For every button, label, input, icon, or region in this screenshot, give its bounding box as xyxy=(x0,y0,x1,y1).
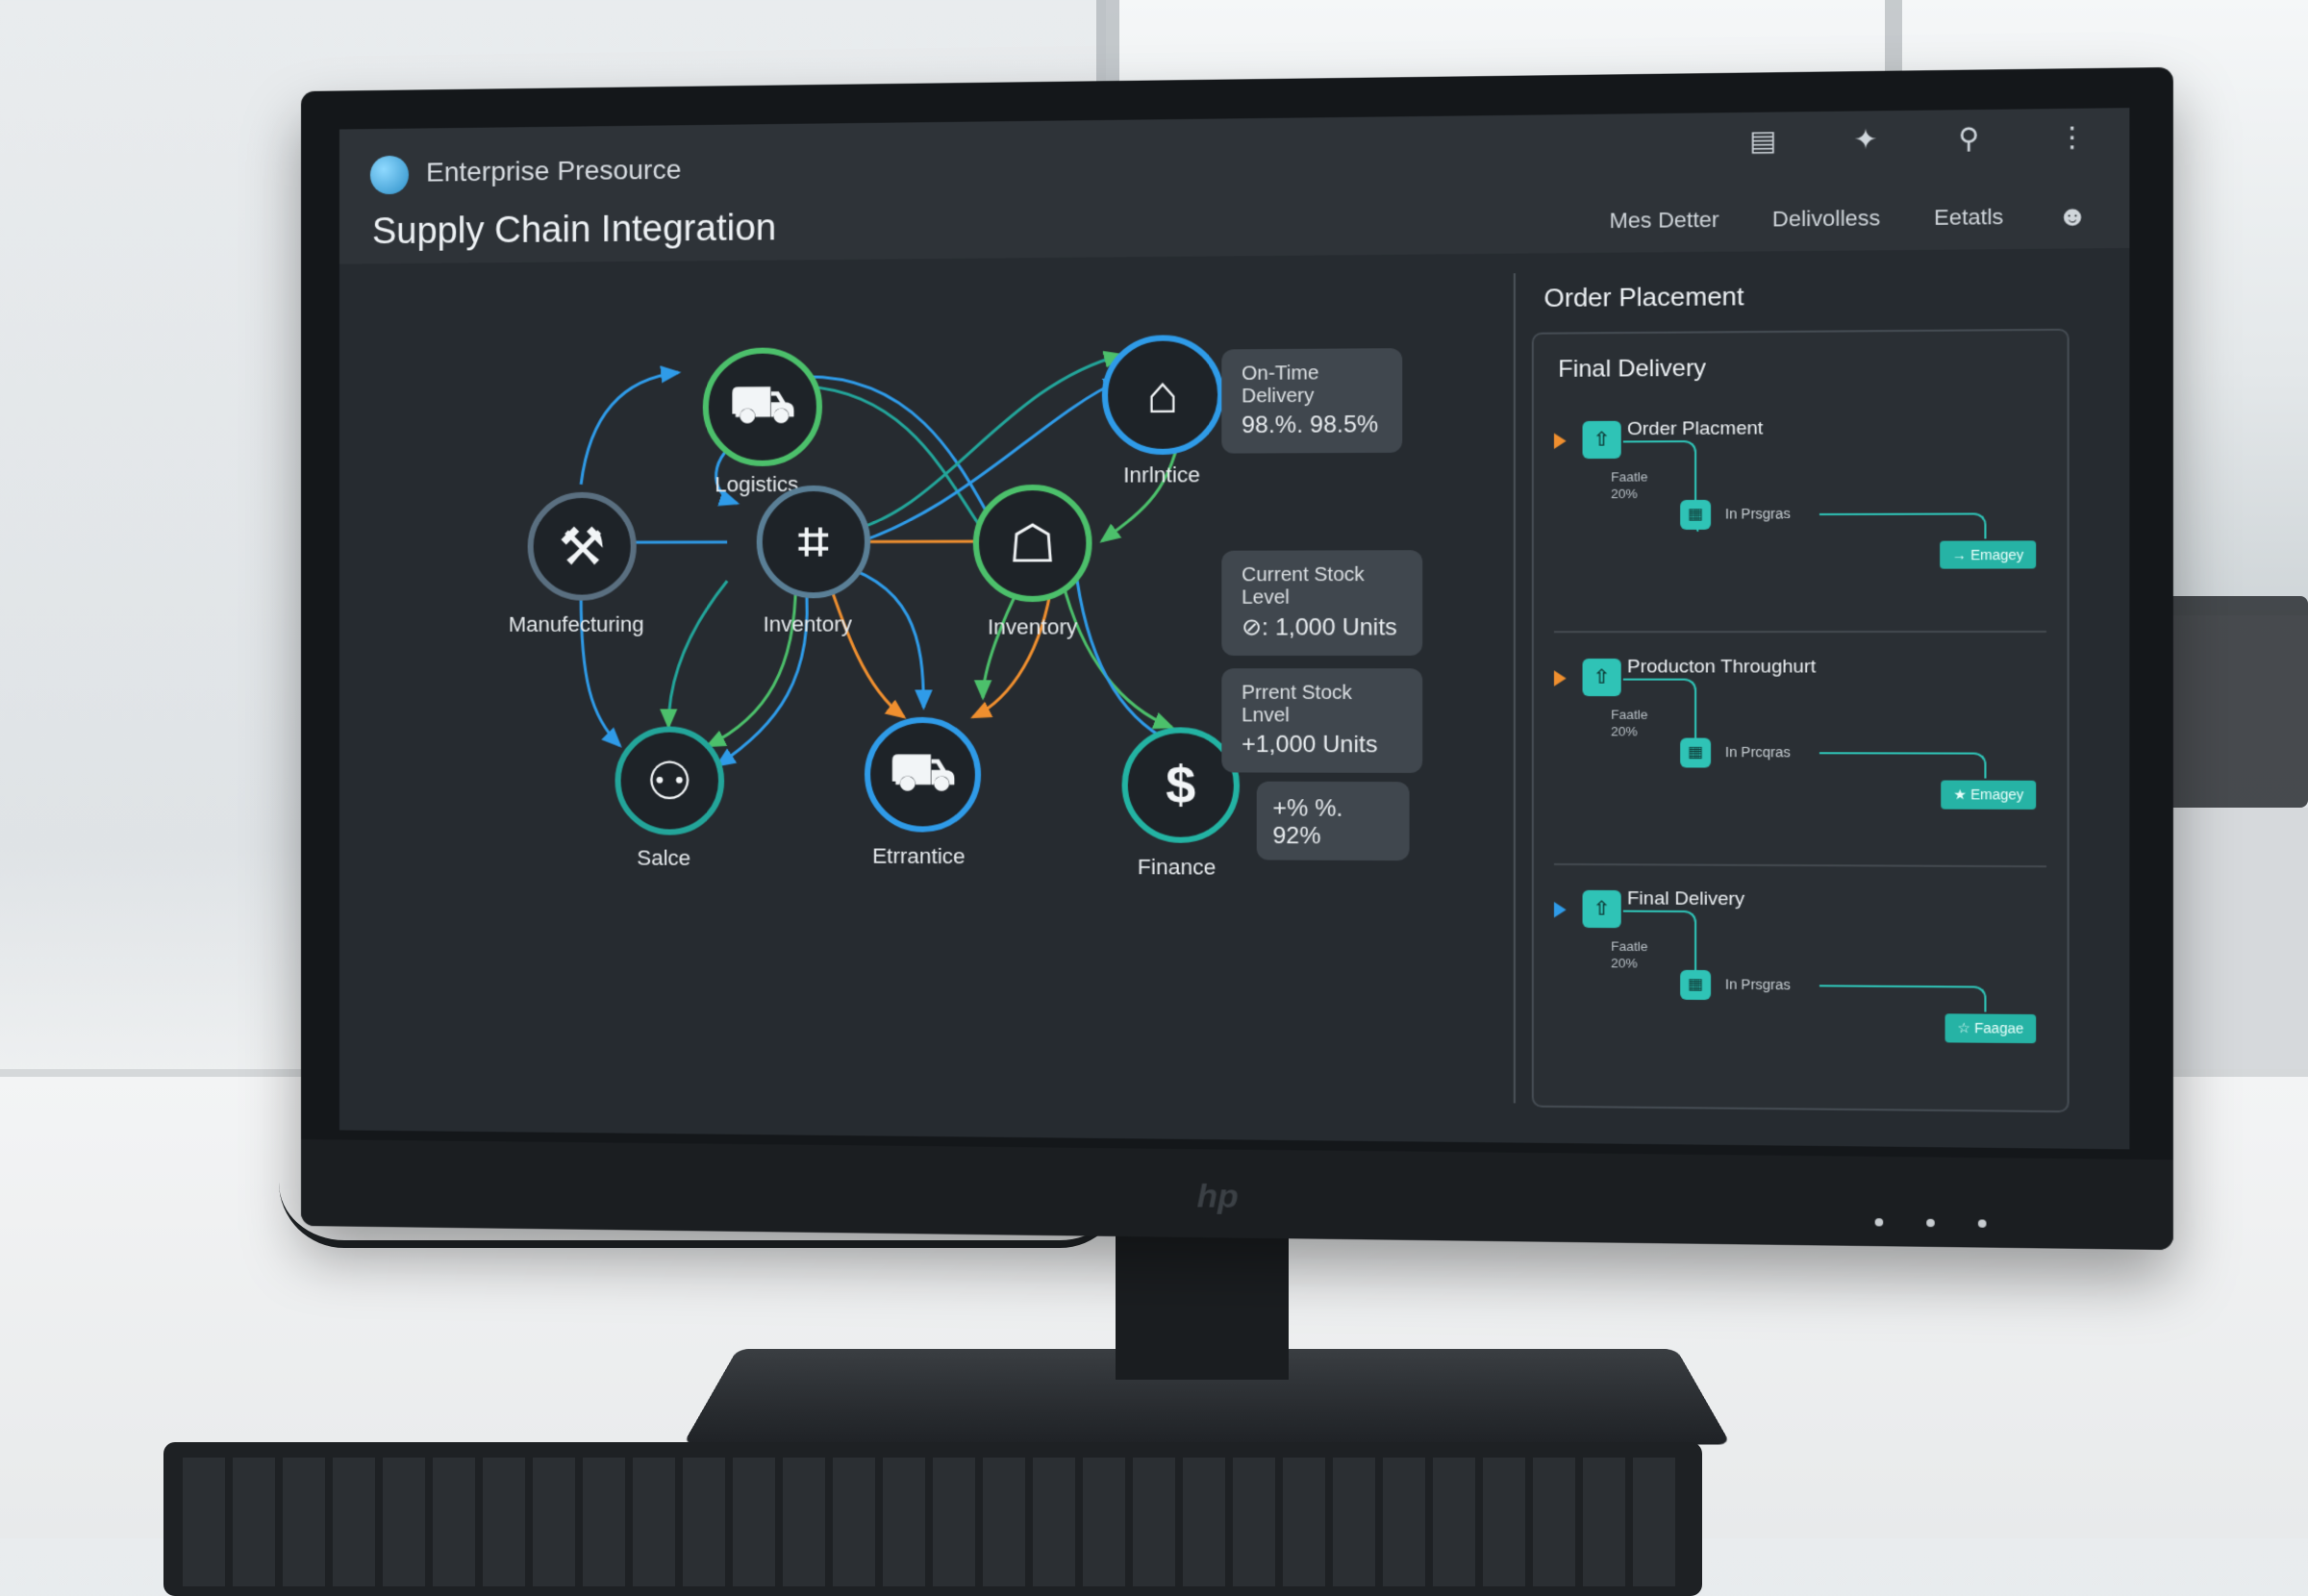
link-line xyxy=(1063,580,1172,727)
flow-connector xyxy=(1623,679,1696,740)
link-line xyxy=(708,581,796,746)
node-label: Finance xyxy=(1067,854,1287,881)
step-icon: ⇧ xyxy=(1583,890,1621,928)
flow-connector xyxy=(1623,910,1696,972)
warehouse-icon: ⌂ xyxy=(1146,364,1179,425)
nav-item[interactable]: Delivolless xyxy=(1772,206,1880,233)
node-label: Inrlntice xyxy=(1052,462,1271,488)
monitor: hp Enterprise Presource Supply Chain Int… xyxy=(301,67,2173,1250)
supply-chain-diagram: ⛟ Logistics ⌂ Inrlntice ⚒ Manufecturing … xyxy=(339,254,1523,1143)
warehouse-node[interactable]: ⌂ xyxy=(1102,335,1224,455)
node-label: Inventory xyxy=(923,614,1141,640)
group-title: Producton Throughurt xyxy=(1627,657,1816,679)
group-badge[interactable]: → Emagey xyxy=(1940,540,2036,568)
factory-icon: ⌗ xyxy=(798,511,828,573)
panel-divider xyxy=(1514,273,1516,1103)
more-icon[interactable]: ⋮ xyxy=(2057,122,2088,153)
register-icon: ☖ xyxy=(1009,512,1057,574)
inventory-node[interactable]: ☖ xyxy=(973,485,1092,602)
callout-value: ⊘: 1,000 Units xyxy=(1242,613,1402,642)
flow-connector xyxy=(1696,530,1698,532)
group-separator xyxy=(1554,631,2046,633)
pin-icon[interactable]: ✦ xyxy=(1850,125,1881,155)
keyboard xyxy=(163,1442,1702,1596)
stock-callout: Prrent Stock Lnvel +1,000 Units xyxy=(1221,668,1422,773)
flow-connector xyxy=(1623,440,1696,502)
inventory-node[interactable]: ⌗ xyxy=(757,486,870,599)
callout-value: +% %. 92% xyxy=(1272,795,1392,851)
app-title: Enterprise Presource xyxy=(426,155,681,188)
ontime-callout: On-Time Delivery 98.%. 98.5% xyxy=(1221,348,1402,454)
expand-arrow-icon[interactable] xyxy=(1554,902,1567,918)
cart-icon: ⛟ xyxy=(890,741,957,809)
stock-callout: Current Stock Level ⊘: 1,000 Units xyxy=(1221,550,1422,656)
nav-item[interactable]: Eetatls xyxy=(1934,204,2003,231)
group-progress: In Prcqras xyxy=(1725,744,1791,761)
step-icon: ▦ xyxy=(1680,738,1711,768)
search-icon[interactable]: ⚲ xyxy=(1953,123,1984,154)
node-label: Manufecturing xyxy=(469,612,683,637)
expand-arrow-icon[interactable] xyxy=(1554,670,1567,686)
commerce-node[interactable]: ⛟ xyxy=(865,717,981,833)
link-line xyxy=(581,372,678,484)
step-icon: ⇧ xyxy=(1583,421,1621,459)
group-title: Final Delivery xyxy=(1627,888,1744,910)
callout-value: 98.%. 98.5% xyxy=(1242,411,1382,439)
app-screen: Enterprise Presource Supply Chain Integr… xyxy=(339,108,2129,1149)
expand-arrow-icon[interactable] xyxy=(1554,433,1567,449)
sales-node[interactable]: ⚇ xyxy=(615,726,725,835)
window-toolbar: ▤ ✦ ⚲ ⋮ xyxy=(1747,122,2088,156)
top-bar: Enterprise Presource Supply Chain Integr… xyxy=(339,108,2129,263)
dollar-icon: $ xyxy=(1166,755,1195,815)
callout-label: On-Time Delivery xyxy=(1242,362,1382,409)
menu-button[interactable] xyxy=(1978,1219,1987,1227)
panel-header: Order Placement xyxy=(1543,282,1744,314)
workflow-panel: Final Delivery ⇧ Order Placment Faatle 2… xyxy=(1532,329,2070,1113)
user-icon[interactable]: ☻ xyxy=(2057,200,2088,233)
people-icon: ⚇ xyxy=(646,750,693,811)
factory-icon: ⚒ xyxy=(559,515,606,577)
truck-icon: ⛟ xyxy=(729,373,795,440)
callout-label: Current Stock Level xyxy=(1242,564,1402,610)
group-separator xyxy=(1554,863,2046,867)
link-line xyxy=(668,581,727,726)
group-progress: In Prsgras xyxy=(1725,506,1791,522)
main-nav: Mes Detter Delivolless Eetatls ☻ xyxy=(1610,200,2089,237)
group-badge[interactable]: ★ Emagey xyxy=(1941,781,2036,810)
app-logo-icon xyxy=(370,156,409,195)
percent-callout: +% %. 92% xyxy=(1257,782,1410,860)
manufacturing-node[interactable]: ⚒ xyxy=(528,492,637,601)
node-label: Etrrantice xyxy=(811,843,1028,869)
brand-logo: hp xyxy=(1197,1178,1239,1216)
page-title: Supply Chain Integration xyxy=(372,208,776,253)
keyboard-keys xyxy=(183,1458,1683,1586)
group-badge[interactable]: ☆ Faagae xyxy=(1945,1013,2037,1043)
menu-button[interactable] xyxy=(1926,1219,1935,1227)
link-line xyxy=(1077,580,1182,746)
panel-title: Final Delivery xyxy=(1558,355,1706,384)
callout-value: +1,000 Units xyxy=(1242,732,1402,760)
node-label: Inventory xyxy=(700,611,916,636)
logistics-node[interactable]: ⛟ xyxy=(703,347,822,466)
step-icon: ⇧ xyxy=(1583,659,1621,696)
nav-item[interactable]: Mes Detter xyxy=(1610,207,1719,234)
power-led xyxy=(1875,1218,1884,1226)
group-title: Order Placment xyxy=(1627,418,1763,440)
node-label: Salce xyxy=(557,845,771,871)
flow-connector xyxy=(1819,752,1987,778)
flow-connector xyxy=(1819,985,1987,1011)
window-icon[interactable]: ▤ xyxy=(1747,126,1778,156)
group-progress: In Prsgras xyxy=(1725,976,1791,992)
workflow-group[interactable]: ⇧ Final Delivery Faatle 20% ▦ In Prsgras… xyxy=(1554,880,2046,1082)
flow-connector xyxy=(1819,512,1987,538)
step-icon: ▦ xyxy=(1680,970,1711,1000)
workflow-group[interactable]: ⇧ Producton Throughurt Faatle 20% ▦ In P… xyxy=(1554,649,2046,849)
callout-label: Prrent Stock Lnvel xyxy=(1242,683,1402,728)
workflow-group[interactable]: ⇧ Order Placment Faatle 20% ▦ In Prsgras… xyxy=(1554,409,2046,609)
step-icon: ▦ xyxy=(1680,500,1711,530)
